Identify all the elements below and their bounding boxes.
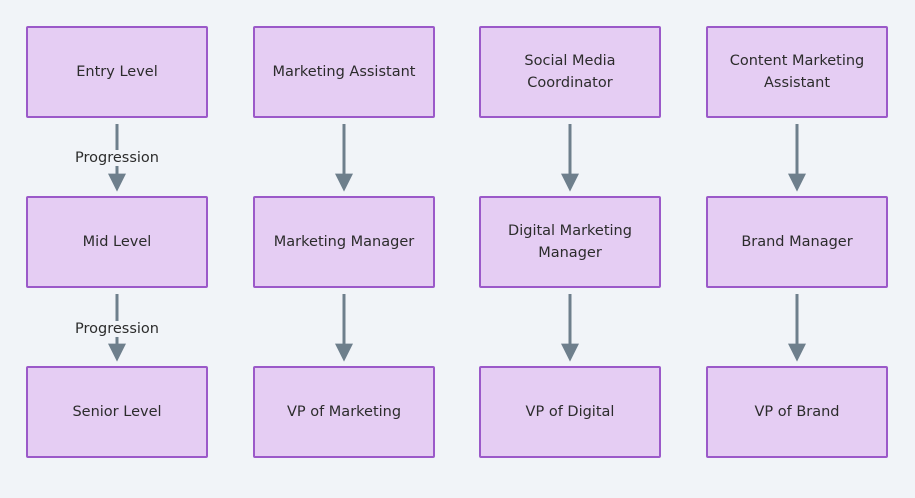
node-label: Marketing Manager <box>273 234 415 250</box>
node-marketing-manager: Marketing Manager <box>253 196 435 288</box>
edge-label-mid-to-senior: Progression <box>73 321 161 337</box>
node-label: Social Media Coordinator <box>524 53 616 91</box>
edge-label-entry-to-mid: Progression <box>73 150 161 166</box>
node-label: Brand Manager <box>741 234 853 250</box>
node-senior-level: Senior Level <box>26 366 208 458</box>
node-digital-marketing-manager: Digital Marketing Manager <box>479 196 661 288</box>
node-label: Content Marketing Assistant <box>729 53 865 91</box>
node-label: Senior Level <box>72 404 162 420</box>
node-label: Mid Level <box>82 234 152 250</box>
node-vp-digital: VP of Digital <box>479 366 661 458</box>
node-label: Entry Level <box>76 64 158 80</box>
node-vp-brand: VP of Brand <box>706 366 888 458</box>
node-marketing-assistant: Marketing Assistant <box>253 26 435 118</box>
node-mid-level: Mid Level <box>26 196 208 288</box>
node-social-media-coordinator: Social Media Coordinator <box>479 26 661 118</box>
node-label: VP of Brand <box>754 404 840 420</box>
node-brand-manager: Brand Manager <box>706 196 888 288</box>
node-label: VP of Digital <box>525 404 615 420</box>
node-entry-level: Entry Level <box>26 26 208 118</box>
node-label: Marketing Assistant <box>272 64 416 80</box>
node-content-marketing-assistant: Content Marketing Assistant <box>706 26 888 118</box>
node-label: Digital Marketing Manager <box>508 223 632 261</box>
node-vp-marketing: VP of Marketing <box>253 366 435 458</box>
node-label: VP of Marketing <box>286 404 402 420</box>
